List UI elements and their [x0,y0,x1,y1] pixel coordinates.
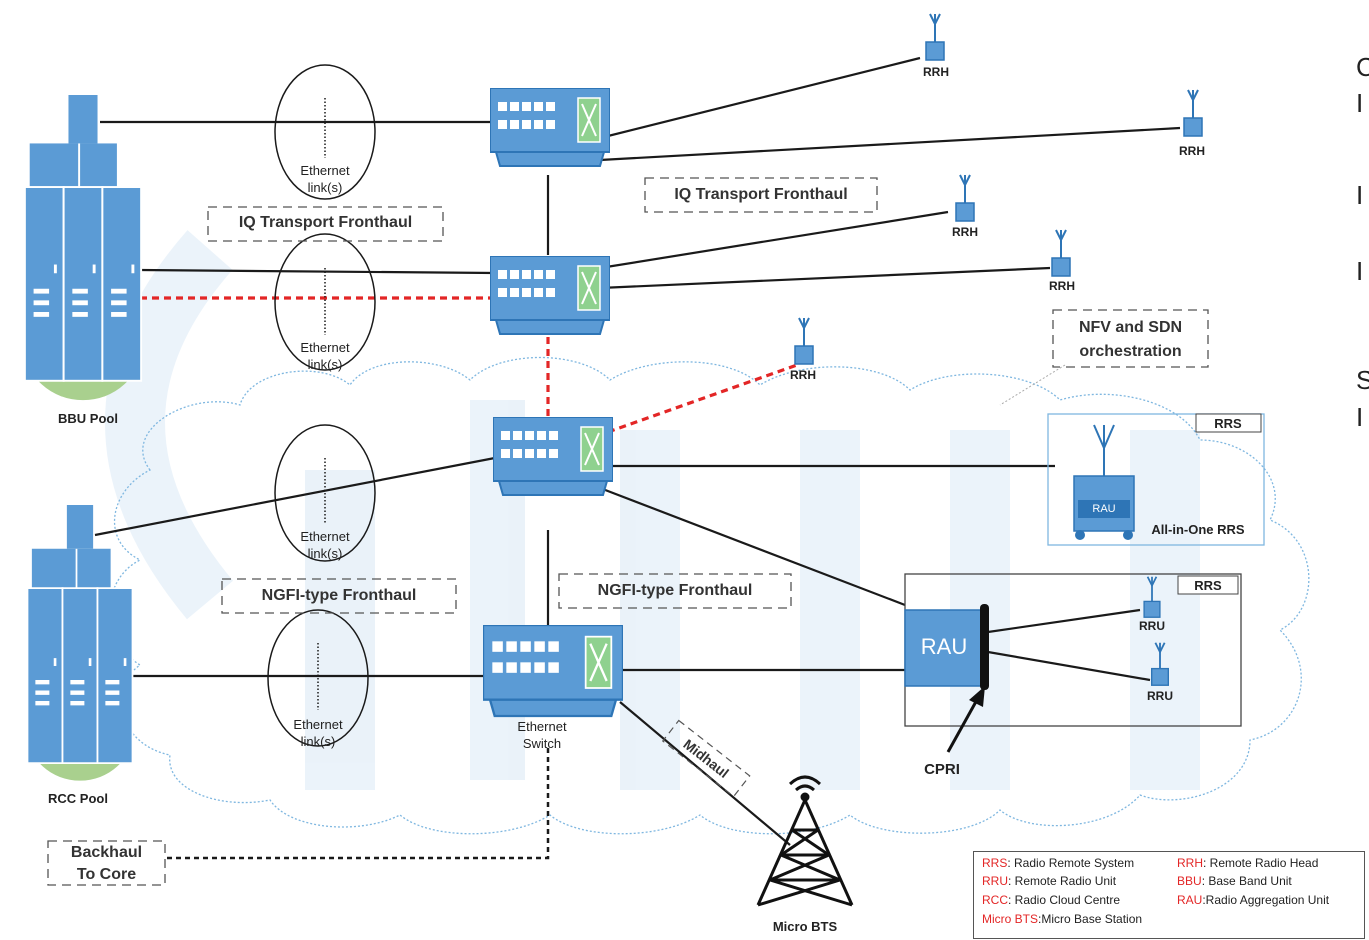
legend-item-rrh: RRH: Remote Radio Head [1177,856,1319,870]
edge-letter-1: C [1356,52,1369,82]
cpri-label: CPRI [924,761,960,778]
rau-block [904,609,988,687]
watermark [105,230,1200,790]
rrs-tag-1: RRS [1214,416,1242,431]
edge-letter-4: I [1356,256,1364,286]
rrs-box-all-in-one [1047,413,1265,546]
ethernet-switch-1 [490,88,610,167]
rrh-label-1: RRH [923,65,949,79]
micro-bts-label: Micro BTS [772,919,838,934]
edge-letter-2: I [1356,88,1364,118]
legend-item-rcc: RCC: Radio Cloud Centre [982,893,1121,907]
legend: RRS: Radio Remote System RRH: Remote Rad… [973,851,1365,939]
rrh-label-5: RRH [790,368,816,382]
cpri-bar [980,604,989,690]
nfv-leader-line [999,364,1066,406]
edge-letter-6: I [1356,402,1364,432]
rrs-tag-box-2 [1177,575,1239,595]
rrs-tag-2: RRS [1194,578,1222,593]
all-in-one-rrs-label: All-in-One RRS [1151,522,1245,537]
cloud-outline [109,356,1310,835]
legend-item-rau: RAU:Radio Aggregation Unit [1177,893,1330,907]
rrh-label-3: RRH [952,225,978,239]
ethernet-link-ellipses [267,64,376,747]
ngfi-fronthaul-label-2: NGFI-type Fronthaul [597,582,753,599]
rru-label-2: RRU [1147,689,1173,703]
edge-letter-5: S [1356,365,1369,395]
bbu-pool-label: BBU Pool [58,411,118,426]
rrh-label-2: RRH [1179,144,1205,158]
rrh-icon-4 [1050,228,1072,278]
iq-fronthaul-label-1: IQ Transport Fronthaul [238,214,413,231]
micro-bts-tower-icon [756,775,854,907]
ethernet-switch-4 [483,625,623,718]
rrh-icon-1 [925,13,945,61]
edge-letter-3: I [1356,180,1364,210]
cpri-arrow [946,697,980,753]
rrh-icon-2 [1183,89,1203,137]
ethernet-switch-2 [490,256,610,335]
cpri-arrow-head [969,686,985,707]
rrh-icon-3 [954,173,976,223]
rru-label-1: RRU [1139,619,1165,633]
red-dashed-links [140,296,798,445]
rrh-icon-5 [793,316,815,366]
rrh-label-4: RRH [1049,279,1075,293]
ngfi-fronthaul-label-1: NGFI-type Fronthaul [261,587,417,604]
label-boxes [47,177,1209,886]
all-in-one-rrs-icon [1073,424,1135,540]
rcc-pool-icon [26,505,134,782]
bbu-pool-icon [23,95,143,402]
iq-fronthaul-label-2: IQ Transport Fronthaul [674,186,848,203]
legend-item-rru: RRU: Remote Radio Unit [982,874,1117,888]
ethernet-switch-3 [493,417,613,496]
backhaul-dashed-link [165,748,550,860]
legend-item-micro-bts: Micro BTS:Micro Base Station [982,912,1143,926]
legend-item-bbu: BBU: Base Band Unit [1177,874,1292,888]
rcc-pool-label: RCC Pool [48,791,108,806]
links [94,56,1181,846]
legend-item-rrs: RRS: Radio Remote System [982,856,1135,870]
rrs-tag-box-1 [1195,413,1262,433]
rau-label: RAU [920,634,968,659]
rau-small-label: RAU [1092,503,1116,515]
